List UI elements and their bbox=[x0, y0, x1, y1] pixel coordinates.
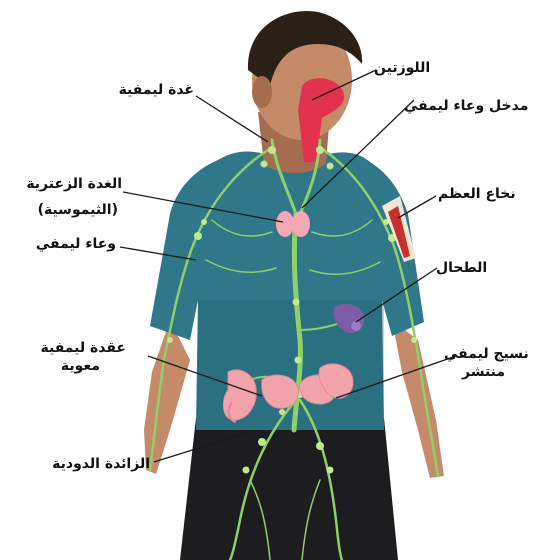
label-diffuse-tissue-line1: نسيج ليمفي bbox=[444, 346, 529, 363]
label-bone-marrow: نخاع العظم bbox=[438, 186, 516, 203]
label-lymph-vessel-entry: مدخل وعاء ليمفي bbox=[404, 98, 528, 115]
label-appendix: الزائدة الدودية bbox=[6, 456, 150, 473]
pants bbox=[180, 418, 398, 560]
label-tonsils: اللوزتين bbox=[374, 60, 430, 77]
label-thymus-line1: الغدة الزعترية bbox=[6, 176, 122, 193]
label-lymph-gland: غدة ليمفية bbox=[94, 82, 194, 99]
label-spleen: الطحال bbox=[436, 260, 487, 277]
label-intestinal-node-line2: معوية bbox=[28, 358, 100, 375]
label-lymph-vessel: وعاء ليمفي bbox=[16, 236, 116, 253]
label-intestinal-node-line1: عقدة ليمفية bbox=[28, 340, 126, 357]
label-diffuse-tissue-line2: منتشر bbox=[462, 364, 505, 381]
label-thymus-line2: (الثيموسية) bbox=[6, 202, 118, 219]
left-arm bbox=[392, 320, 444, 478]
ear bbox=[252, 76, 272, 108]
